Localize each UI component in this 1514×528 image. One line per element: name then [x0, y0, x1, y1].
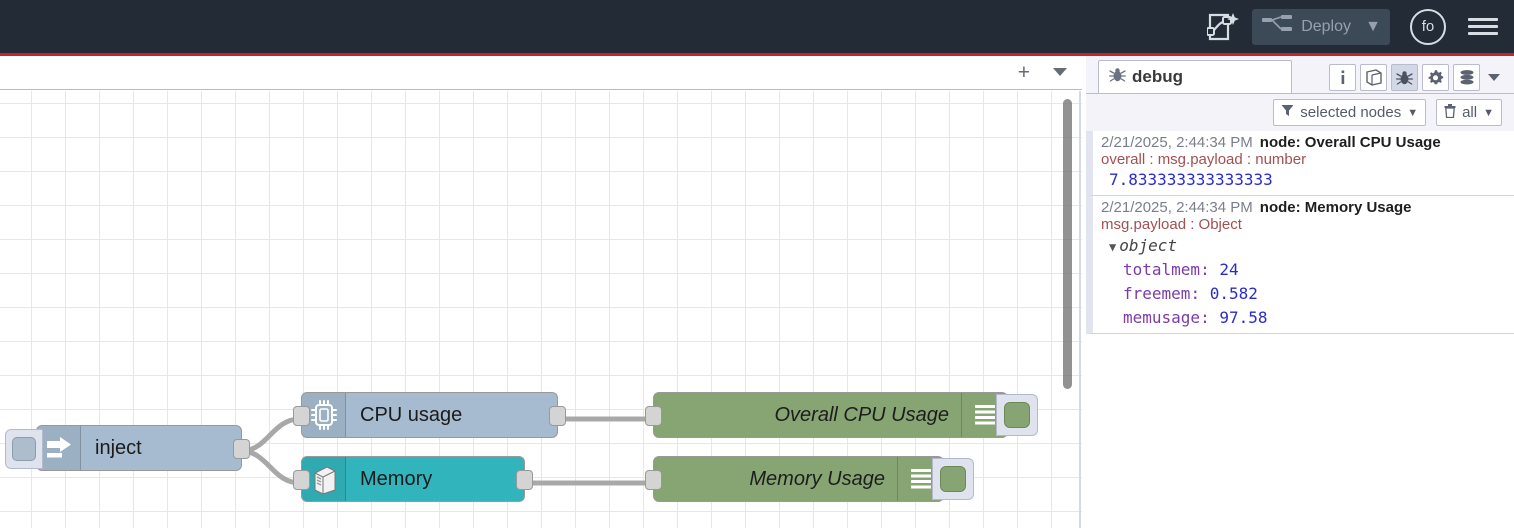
debug-message-topic: overall : msg.payload : number [1101, 151, 1307, 168]
clear-log-button[interactable]: all ▼ [1436, 99, 1502, 126]
menu-bar [1468, 18, 1498, 21]
debug-toggle-button[interactable] [996, 394, 1038, 436]
debug-message-timestamp: 2/21/2025, 2:44:34 PM [1101, 199, 1253, 216]
funnel-icon [1281, 104, 1294, 121]
debug-toggle-button[interactable] [932, 458, 974, 500]
property-key: freemem [1123, 284, 1191, 303]
debug-lines-icon [897, 457, 943, 501]
node-label: Overall CPU Usage [774, 403, 949, 426]
input-port[interactable] [645, 406, 662, 426]
debug-message-list[interactable]: 2/21/2025, 2:44:34 PM node: Overall CPU U… [1086, 131, 1514, 528]
node-memory-usage[interactable]: Memory Usage [645, 456, 974, 502]
deploy-dropdown-caret[interactable]: ▼ [1365, 17, 1381, 35]
inject-trigger-button[interactable] [5, 429, 43, 469]
debug-sidebar: debug [1086, 56, 1514, 528]
deploy-button[interactable]: Deploy ▼ [1252, 8, 1390, 45]
debug-message-header: 2/21/2025, 2:44:34 PM node: Memory Usage [1101, 199, 1508, 216]
add-flow-button[interactable]: + [1017, 61, 1030, 84]
property-value: 0.582 [1209, 284, 1258, 303]
debug-toggle-inner [1004, 402, 1030, 428]
avatar-label: fo [1421, 18, 1435, 35]
tab-debug[interactable]: debug [1098, 60, 1292, 93]
menu-bar [1468, 32, 1498, 35]
property-colon: : [1190, 284, 1210, 303]
node-label: Memory [360, 467, 433, 490]
output-port[interactable] [233, 439, 250, 459]
filter-nodes-button[interactable]: selected nodes ▼ [1273, 99, 1427, 126]
node-cpu-usage[interactable]: CPU usage [293, 392, 566, 438]
sidebar-menu-chevron-icon[interactable] [1484, 69, 1504, 87]
debug-message[interactable]: 2/21/2025, 2:44:34 PM node: Overall CPU U… [1086, 131, 1514, 196]
deploy-label: Deploy [1301, 17, 1351, 35]
input-port[interactable] [293, 470, 310, 490]
server-tower-icon [302, 457, 346, 501]
debug-message-topic: msg.payload : Object [1101, 216, 1242, 233]
input-port[interactable] [645, 470, 662, 490]
output-port[interactable] [516, 470, 533, 490]
object-property-row: memusage: 97.58 [1101, 303, 1508, 327]
caret-down-icon: ▼ [1109, 240, 1117, 254]
chevron-down-icon[interactable] [1052, 64, 1068, 82]
book-icon[interactable] [1360, 64, 1387, 91]
inject-trigger-inner [12, 437, 36, 461]
object-label: object [1119, 236, 1178, 255]
node-overall-cpu-usage[interactable]: Overall CPU Usage [645, 392, 1038, 438]
flow-tab-bar: + [0, 56, 1082, 90]
deploy-node-icon [1262, 14, 1293, 39]
object-property-row: freemem: 0.582 [1101, 279, 1508, 303]
debug-message-source: node: Memory Usage [1259, 199, 1412, 216]
object-expand-toggle[interactable]: ▼object [1101, 233, 1508, 255]
chevron-down-icon: ▼ [1407, 106, 1419, 119]
layers-icon[interactable] [1453, 64, 1480, 91]
debug-filter-bar: selected nodes ▼ all ▼ [1086, 93, 1514, 131]
property-key: totalmem [1123, 260, 1201, 279]
info-icon[interactable] [1329, 64, 1356, 91]
property-key: memusage [1123, 308, 1201, 327]
menu-bar [1468, 25, 1498, 28]
debug-toggle-inner [940, 466, 966, 492]
flow-sparkle-icon[interactable] [1202, 9, 1246, 45]
debug-lines-icon [961, 393, 1007, 437]
debug-message-header: 2/21/2025, 2:44:34 PM node: Overall CPU U… [1101, 134, 1508, 151]
avatar[interactable]: fo [1410, 8, 1446, 45]
deploy-needed-indicator [0, 53, 1514, 56]
gear-icon[interactable] [1422, 64, 1449, 91]
filter-nodes-label: selected nodes [1300, 104, 1402, 121]
output-port[interactable] [549, 406, 566, 426]
node-inject[interactable]: inject [5, 425, 250, 471]
bug-icon [1109, 66, 1126, 88]
canvas-vertical-scrollbar[interactable] [1063, 99, 1072, 389]
sidebar-toolbar [1329, 64, 1504, 91]
property-colon: : [1200, 260, 1220, 279]
input-port[interactable] [293, 406, 310, 426]
debug-message-source: node: Overall CPU Usage [1259, 134, 1441, 151]
node-label: CPU usage [360, 403, 463, 426]
clear-log-label: all [1462, 104, 1478, 121]
hamburger-menu-icon[interactable] [1468, 14, 1498, 39]
tab-label: debug [1132, 67, 1183, 86]
node-label: Memory Usage [749, 467, 885, 490]
flow-workspace: + inject [0, 56, 1082, 528]
inject-arrow-icon [37, 426, 81, 470]
chevron-down-icon: ▼ [1483, 106, 1494, 119]
app-header: Deploy ▼ fo [0, 0, 1514, 53]
flow-canvas[interactable]: inject [0, 91, 1082, 528]
property-colon: : [1200, 308, 1220, 327]
bug-icon[interactable] [1391, 64, 1418, 91]
panel-divider[interactable] [1079, 91, 1081, 528]
object-property-row: totalmem: 24 [1101, 255, 1508, 279]
debug-message-timestamp: 2/21/2025, 2:44:34 PM [1101, 134, 1253, 151]
trash-icon [1444, 103, 1456, 122]
property-value: 24 [1219, 260, 1239, 279]
sidebar-tab-row: debug [1086, 56, 1514, 93]
debug-message-value: 7.833333333333333 [1109, 170, 1273, 189]
node-label: inject [95, 436, 142, 459]
node-memory[interactable]: Memory [293, 456, 533, 502]
property-value: 97.58 [1219, 308, 1268, 327]
